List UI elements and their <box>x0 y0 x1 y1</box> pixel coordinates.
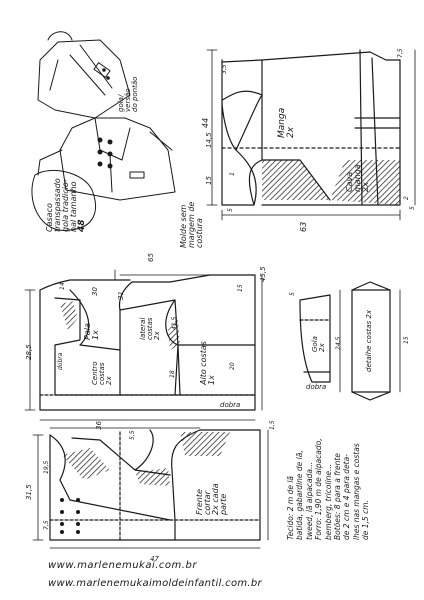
meas-41-5: 41,5 <box>171 316 178 330</box>
meas-5b: 5 <box>409 206 416 210</box>
meas-5a: 5 <box>227 208 234 212</box>
title-bubble <box>31 169 96 231</box>
cava-qty: 2x <box>361 182 370 192</box>
back-dimensions <box>24 269 263 421</box>
title-size: 48 <box>77 219 87 232</box>
label-lateral-costas: lateral costas 2x <box>139 318 161 340</box>
label-frente: Frente cortar 2x cada parte <box>195 483 228 515</box>
label-centro-costas: Centro costas 2x <box>91 361 113 385</box>
meas-14-5: 14,5 <box>205 132 213 148</box>
front-hatch-2 <box>135 468 170 486</box>
meas-5c: 5 <box>289 292 296 296</box>
sleeve-dimensions <box>206 49 416 221</box>
material-notes: Tecido: 2 m de lã batida, gabardine de l… <box>286 438 370 540</box>
note-line-2: batida, gabardine de lã, <box>295 450 305 540</box>
front-hatch-3 <box>180 432 230 456</box>
gola-qty: 2x <box>318 343 326 352</box>
detail-dimensions <box>339 289 401 393</box>
back-detail-piece <box>351 281 391 401</box>
title-block: Casaco transpassado gola tradicio- nal t… <box>45 178 87 232</box>
meas-3-5: 3,5 <box>221 64 228 74</box>
front-buttons <box>60 498 80 534</box>
coat-sketch-front <box>37 117 176 201</box>
meas-36: 36 <box>95 421 103 430</box>
dobra-pala: dobra <box>57 352 64 370</box>
dobra-gola: dobra <box>306 383 327 391</box>
collar-piece <box>299 294 331 383</box>
meas-18: 18 <box>169 370 176 378</box>
sleeve-piece <box>221 49 401 206</box>
meas-47: 47 <box>150 555 159 563</box>
back-pieces <box>39 274 256 411</box>
note-line-6: Botões: 8 para a frente <box>332 453 342 540</box>
centro-qty: 2x <box>105 376 113 385</box>
front-dimensions <box>32 427 269 549</box>
meas-45-5: 45,5 <box>259 266 267 282</box>
sleeve-hatch <box>262 160 330 200</box>
dobra-back: dobra <box>220 401 241 409</box>
meas-44: 44 <box>201 117 210 128</box>
lateral-qty: 2x <box>153 331 161 340</box>
pala-qty: 1x <box>91 330 100 340</box>
meas-14: 14 <box>59 282 66 290</box>
meas-65: 65 <box>147 253 155 262</box>
meas-1-5: 1,5 <box>269 420 276 430</box>
manga-qty: 2x <box>286 126 296 138</box>
label-cava-manga: Cava manga 2x <box>345 164 370 192</box>
meas-31-5: 31,5 <box>25 484 33 500</box>
note-line-8: lhes nas mangas e costas <box>351 443 361 540</box>
meas-5-5: 5,5 <box>129 430 136 440</box>
meas-63: 63 <box>299 221 308 232</box>
footer-url-2[interactable]: www.marlenemukaimoldeinfantil.com.br <box>48 578 262 589</box>
meas-15a: 15 <box>205 176 213 185</box>
meas-7-5b: 7,5 <box>43 520 50 530</box>
meas-19-5: 19,5 <box>43 460 50 474</box>
back-hatch-2 <box>168 320 180 350</box>
note-line-3: tweed, lã alpacada... <box>304 461 314 540</box>
seam-note: Molde sem margem de costura <box>179 202 204 248</box>
front-hatch-1 <box>62 448 110 480</box>
note-line-1: Tecido: 2 m de lã <box>286 475 295 540</box>
alt-view-3: do pontão <box>131 76 139 112</box>
frente-name4: parte <box>219 493 228 515</box>
label-detalhe-costas: detalhe costas 2x <box>365 309 373 372</box>
meas-7-5: 7,5 <box>397 48 404 58</box>
alt-view-label: gola/ versão do pontão <box>117 76 139 112</box>
meas-20: 20 <box>229 362 236 370</box>
note-line-4: Forro: 1,90 m de alpacado, <box>314 438 324 540</box>
meas-30: 30 <box>91 287 99 296</box>
detalhe-qty: 2x <box>365 309 373 319</box>
meas-2: 2 <box>403 196 410 200</box>
label-gola: Gola 2x <box>311 336 326 352</box>
seam-note-3: costura <box>195 218 204 248</box>
detalhe-name: detalhe costas <box>365 320 373 372</box>
note-line-5: bemberg, tricoline... <box>323 463 333 540</box>
meas-31: 31 <box>117 291 125 300</box>
alto-qty: 1x <box>207 375 216 385</box>
meas-15c: 15 <box>403 336 410 344</box>
meas-24-5: 24,5 <box>335 336 342 350</box>
note-line-7: de 2 cm e 4 para deta- <box>342 454 352 540</box>
label-alto-costas: Alto costas 1x <box>199 341 216 385</box>
meas-15b: 15 <box>237 284 244 292</box>
back-hatch-1 <box>60 300 78 330</box>
note-line-9: de 1,5 cm. <box>361 500 370 540</box>
label-manga: Manga 2x <box>277 108 296 138</box>
button-dots <box>97 68 113 169</box>
sleeve-cap-hatch <box>330 160 400 205</box>
footer-url-1[interactable]: www.marlenemukai.com.br <box>48 560 197 571</box>
meas-28-5: 28,5 <box>25 344 33 360</box>
label-pala: Pala 1x <box>83 323 100 340</box>
meas-1: 1 <box>229 172 236 176</box>
